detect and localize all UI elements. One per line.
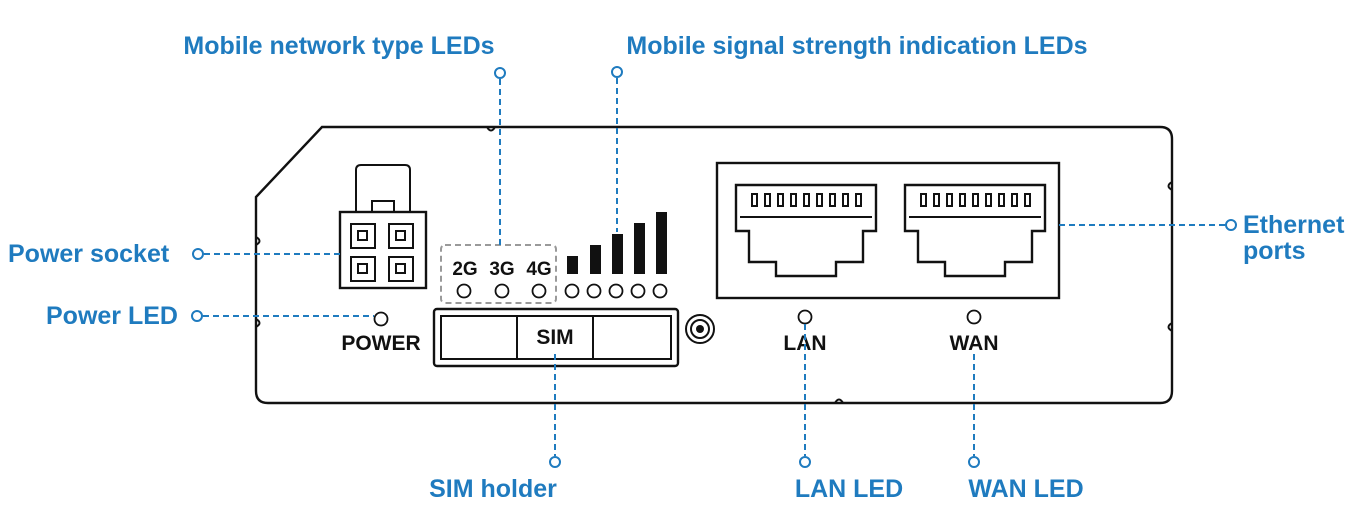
callout-power-socket: Power socket [8,240,170,268]
callout-mobile-signal-strength-leds: Mobile signal strength indication LEDs [626,32,1087,60]
reset-button [685,314,715,344]
network-type-4g-led [531,283,547,299]
body-notches [255,126,1173,404]
callout-ethernet-ports-line1: Ethernet [1243,211,1345,239]
leader-signal-strength-dot [611,66,623,78]
power-device-label: POWER [341,332,420,355]
leader-sim-holder-dot [549,456,561,468]
signal-strength-indicator [564,212,668,299]
leader-lan-led-dot [799,456,811,468]
network-type-3g-led [494,283,510,299]
signal-bar-1 [567,256,578,274]
signal-bar-5 [656,212,667,274]
wan-device-label: WAN [950,332,999,355]
signal-led-2 [586,283,602,299]
leader-wan-led-dot [968,456,980,468]
network-type-2g-led [456,283,472,299]
leader-power-led-dot [191,310,203,322]
network-type-3g-label: 3G [489,259,514,280]
signal-bar-2 [590,245,601,274]
lan-device-label: LAN [783,332,826,355]
callout-sim-holder: SIM holder [429,475,557,503]
signal-led-4 [630,283,646,299]
power-led [373,311,389,327]
wan-port [903,183,1047,278]
callout-power-led: Power LED [46,302,178,330]
wan-led [966,309,982,325]
network-type-4g-label: 4G [526,259,551,280]
callout-ethernet-ports-line2: ports [1243,237,1306,265]
leader-network-type-dot [494,67,506,79]
callout-lan-led: LAN LED [795,475,903,503]
signal-led-1 [564,283,580,299]
signal-led-5 [652,283,668,299]
signal-bar-3 [612,234,623,274]
sim-device-label: SIM [536,326,573,349]
leader-ethernet-ports-dot [1225,219,1237,231]
callout-wan-led: WAN LED [968,475,1083,503]
lan-port [734,183,878,278]
lan-led [797,309,813,325]
signal-led-3 [608,283,624,299]
signal-bar-4 [634,223,645,274]
leader-power-socket-dot [192,248,204,260]
network-type-box [440,244,557,304]
callout-mobile-network-type-leds: Mobile network type LEDs [183,32,494,60]
power-socket [338,164,428,290]
network-type-2g-label: 2G [452,259,477,280]
